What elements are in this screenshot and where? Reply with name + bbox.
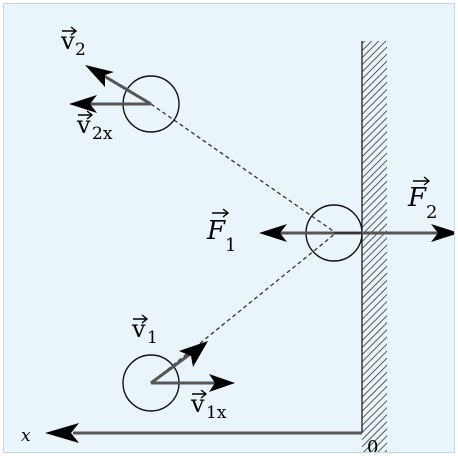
label-v2-sub: 2	[75, 40, 86, 60]
label-v1-sub: 1	[147, 328, 158, 348]
origin-label: 0	[367, 437, 378, 452]
label-f1-main: F	[206, 216, 226, 246]
wall-hatched	[362, 41, 387, 452]
label-f1: F 1	[206, 208, 236, 256]
label-f2-sub: 2	[426, 202, 437, 223]
label-v2x: v 2x	[76, 110, 113, 144]
vector-v2-arrowhead	[85, 65, 114, 87]
label-f2-main: F	[407, 183, 427, 213]
vector-f2-arrowhead	[431, 224, 454, 242]
label-v1-vector-mark	[133, 314, 149, 324]
label-v1x: v 1x	[190, 389, 227, 423]
label-f2-vector-mark	[413, 176, 431, 186]
label-f1-vector-mark	[212, 208, 230, 218]
trajectory-outgoing	[150, 103, 337, 234]
diagram-frame: v 2 v 2x F 1 F 2 v 1 v 1x x 0	[3, 3, 455, 453]
vector-v1x-arrowhead	[209, 374, 235, 392]
label-v2x-sub: 2x	[92, 124, 113, 144]
label-f2: F 2	[407, 176, 437, 223]
x-axis-arrowhead	[45, 423, 79, 443]
label-v1x-vector-mark	[192, 389, 208, 399]
label-v1: v 1	[131, 314, 158, 348]
vector-v1-arrowhead	[179, 341, 208, 367]
label-v2: v 2	[60, 26, 86, 60]
trajectory-incoming	[150, 232, 337, 384]
vector-v2x-arrowhead	[69, 95, 97, 113]
label-v2x-vector-mark	[78, 110, 94, 120]
collision-diagram: v 2 v 2x F 1 F 2 v 1 v 1x x 0	[4, 4, 454, 452]
label-v1x-sub: 1x	[206, 403, 227, 423]
label-v2-vector-mark	[62, 26, 78, 36]
vector-v2-shaft	[98, 71, 152, 106]
vector-f1-arrowhead	[259, 224, 287, 242]
axis-x-label: x	[21, 426, 31, 446]
label-f1-sub: 1	[225, 235, 236, 256]
vector-v1-shaft	[150, 350, 194, 385]
